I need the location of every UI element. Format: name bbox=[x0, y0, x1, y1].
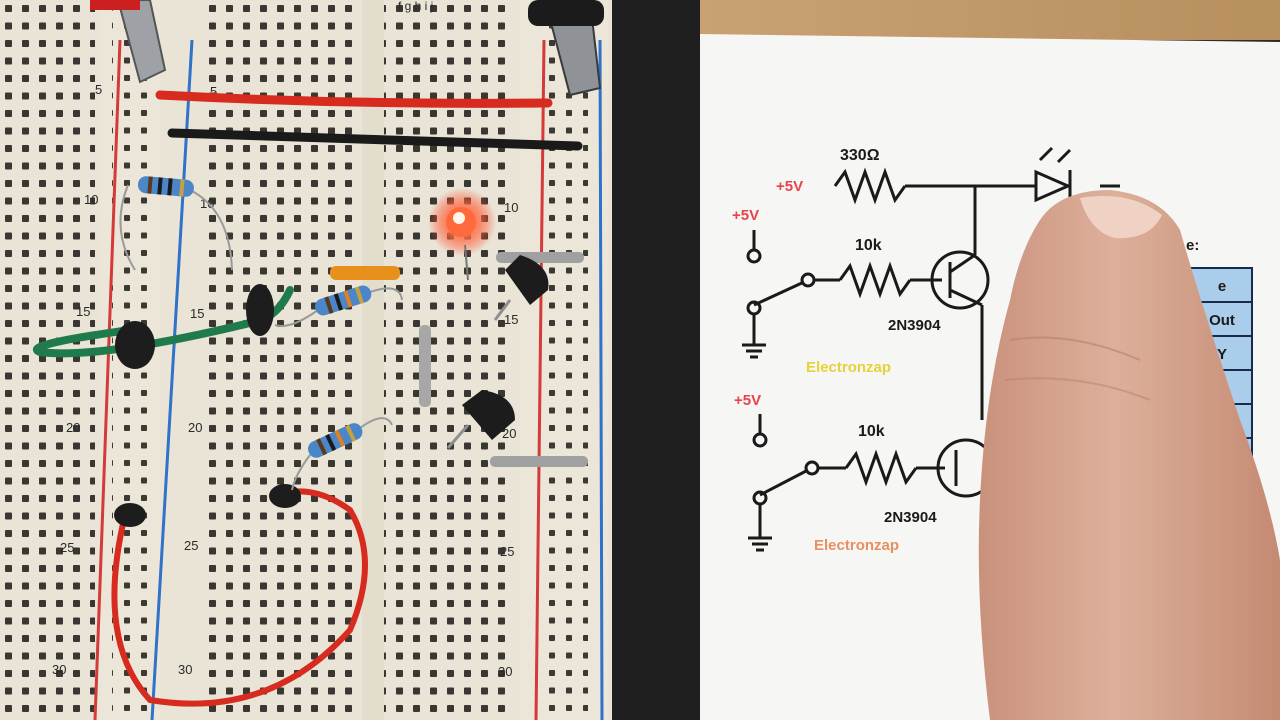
watermark-a: Electronzap bbox=[806, 359, 891, 376]
jumper-wire-black bbox=[167, 128, 583, 151]
transistor-symbol-a bbox=[930, 250, 990, 310]
resistor-label-10k-a: 10k bbox=[855, 237, 882, 254]
row-number-15: 15 bbox=[76, 304, 90, 319]
rail-red-right bbox=[534, 39, 546, 720]
supply-label-b: +5V bbox=[734, 392, 761, 409]
row-number-25: 25 bbox=[60, 540, 74, 555]
row-number-25-right: 25 bbox=[500, 544, 514, 559]
silver-jumper-bottom bbox=[490, 456, 588, 467]
red-led-lit bbox=[428, 188, 496, 281]
silver-jumper-short bbox=[419, 325, 431, 407]
resistor-label-10k-b: 10k bbox=[858, 423, 885, 440]
row-number-20-right: 20 bbox=[502, 426, 516, 441]
truth-table-cell: e bbox=[1218, 278, 1226, 295]
schematic-wiring bbox=[742, 146, 1120, 552]
resistor-blue-top bbox=[119, 176, 233, 271]
resistor-label-330: 330Ω bbox=[840, 147, 880, 164]
wire-plug bbox=[115, 321, 155, 369]
row-number-20: 20 bbox=[66, 420, 80, 435]
silver-jumper-top bbox=[496, 252, 584, 263]
transistor-bottom bbox=[446, 390, 515, 449]
row-number-30: 30 bbox=[52, 662, 66, 677]
alligator-clip-left bbox=[90, 0, 167, 84]
jumper-wire-red-bottom bbox=[111, 488, 368, 707]
center-channel bbox=[362, 0, 384, 720]
resistor-blue-bottom bbox=[291, 417, 393, 491]
row-number-30-right: 30 bbox=[498, 664, 512, 679]
rail-red-left bbox=[93, 39, 122, 720]
breadboard bbox=[0, 0, 612, 720]
wooden-table-edge bbox=[700, 0, 1280, 40]
column-letters: f g h i j bbox=[398, 0, 433, 13]
row-number-10-right: 10 bbox=[504, 200, 518, 215]
row-number-30-mid: 30 bbox=[178, 662, 192, 677]
row-number-20-mid: 20 bbox=[188, 420, 202, 435]
row-number-10: 10 bbox=[84, 192, 98, 207]
led-symbol bbox=[1034, 169, 1072, 203]
schematic-labels: 330Ω +5V +5V 10k 2N3904 Electronzap +5V … bbox=[732, 147, 1199, 554]
transistor-label-a: 2N3904 bbox=[888, 317, 941, 334]
supply-label-a: +5V bbox=[732, 207, 759, 224]
resistor-symbol-330 bbox=[833, 167, 907, 205]
row-number-15-right: 15 bbox=[504, 312, 518, 327]
row-number-5-mid: 5 bbox=[210, 84, 217, 99]
row-number-15-mid: 15 bbox=[190, 306, 204, 321]
row-number-25-mid: 25 bbox=[184, 538, 198, 553]
truth-table-cell: Out bbox=[1209, 312, 1235, 329]
wire-plug bbox=[269, 484, 301, 508]
truth-table-header-partial: e: bbox=[1186, 237, 1199, 254]
resistor-symbol-10k-b bbox=[844, 449, 918, 487]
alligator-clip-right bbox=[528, 0, 604, 97]
supply-label-top: +5V bbox=[776, 178, 803, 195]
wire-plug bbox=[114, 503, 146, 527]
truth-table-cell: Y bbox=[1217, 346, 1227, 363]
jumper-wire-red-top bbox=[155, 90, 553, 108]
resistor-blue-middle bbox=[274, 285, 403, 327]
transistor-label-b: 2N3904 bbox=[884, 509, 937, 526]
rail-blue-left bbox=[150, 39, 194, 720]
watermark-b: Electronzap bbox=[814, 537, 899, 554]
transistor-top bbox=[493, 255, 549, 321]
pointing-finger bbox=[978, 190, 1280, 720]
rail-blue-right bbox=[598, 39, 604, 720]
fingernail bbox=[1080, 196, 1162, 239]
orange-jumper-short bbox=[330, 266, 400, 280]
row-number-5: 5 bbox=[95, 82, 102, 97]
row-number-labels: 5 10 15 20 25 30 5 10 15 20 25 30 10 15 … bbox=[52, 0, 518, 679]
wire-plug bbox=[246, 284, 274, 336]
breadboard-base-plate bbox=[612, 0, 704, 720]
resistor-symbol-10k-a bbox=[838, 261, 912, 299]
